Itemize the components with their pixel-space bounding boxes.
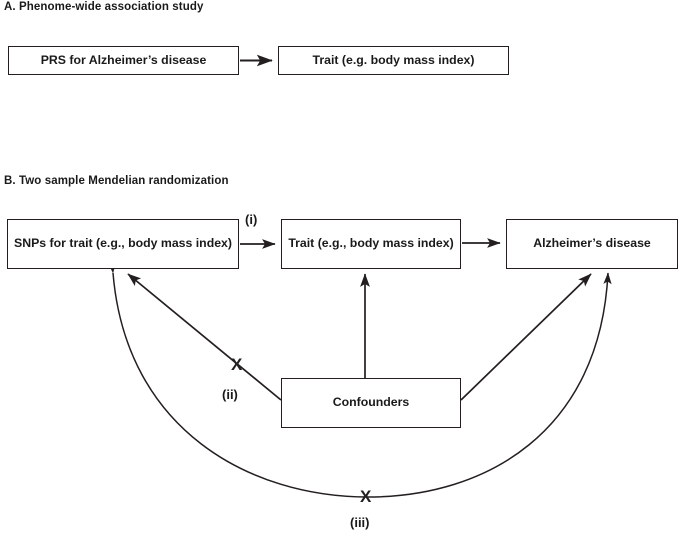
edge-confounders-to-snps <box>127 273 282 401</box>
edge-label-ii: (ii) <box>222 387 238 402</box>
edge-snps-to-alzheimers-arc <box>107 261 612 498</box>
node-trait-panel-a: Trait (e.g. body mass index) <box>278 46 509 75</box>
edge-label-i: (i) <box>245 212 258 227</box>
node-alzheimers-disease: Alzheimer’s disease <box>506 219 678 269</box>
node-trait-panel-b: Trait (e.g., body mass index) <box>281 219 461 269</box>
node-prs-alzheimers: PRS for Alzheimer’s disease <box>8 46 239 75</box>
edge-label-iii: (iii) <box>350 515 370 530</box>
node-snps-for-trait: SNPs for trait (e.g., body mass index) <box>7 219 239 269</box>
edge-confounders-to-alzheimers <box>460 273 592 401</box>
node-confounders: Confounders <box>281 378 461 428</box>
panel-a-title: A. Phenome-wide association study <box>4 1 204 13</box>
blocked-path-marker-iii: X <box>360 487 372 506</box>
blocked-path-marker-ii: X <box>231 355 243 374</box>
panel-b-title: B. Two sample Mendelian randomization <box>4 175 229 187</box>
